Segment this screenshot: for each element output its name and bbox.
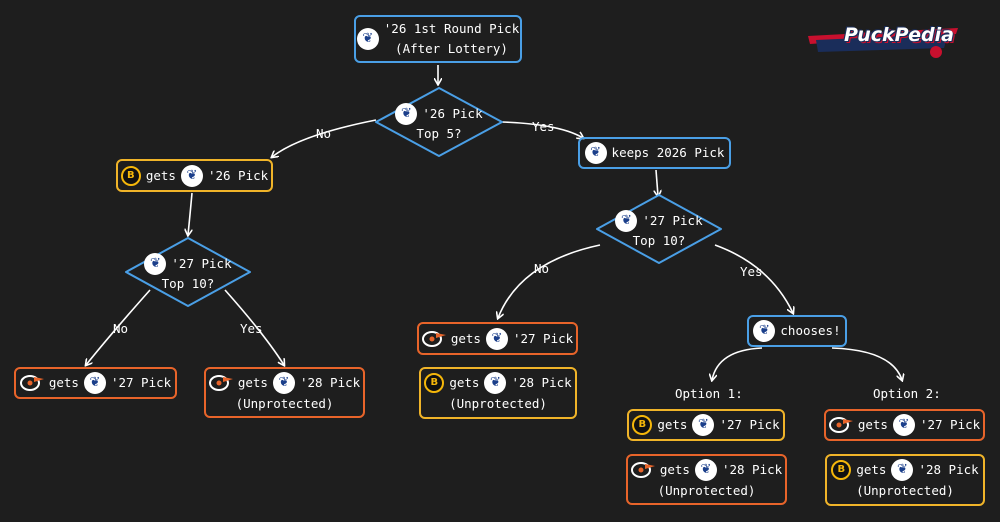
decision-line1: '27 Pick xyxy=(642,213,703,228)
chooses-node: ❦ chooses! xyxy=(747,315,847,347)
decision-top10-right: ❦ '27 Pick Top 10? xyxy=(595,193,723,265)
flyers-logo-icon xyxy=(19,375,44,391)
phi-gets-28-node: gets ❦ '28 Pick (Unprotected) xyxy=(626,454,787,505)
node-subtext: (Unprotected) xyxy=(449,396,547,411)
node-text: gets xyxy=(659,461,690,477)
bos-gets-28-node: B gets ❦ '28 Pick (Unprotected) xyxy=(825,454,985,506)
maple-leaf-icon: ❦ xyxy=(892,414,915,436)
root-title: '26 1st Round Pick xyxy=(383,21,520,36)
puckpedia-logo xyxy=(808,28,958,58)
bruins-logo-icon: B xyxy=(632,415,653,435)
maple-leaf-icon: ❦ xyxy=(692,414,715,436)
node-pick: '27 Pick xyxy=(719,417,780,432)
maple-leaf-icon: ❦ xyxy=(356,28,379,50)
edge-q1-yes xyxy=(501,121,583,138)
keeps-2026-node: ❦ keeps 2026 Pick xyxy=(578,137,731,169)
phi-gets-28-node: gets ❦ '28 Pick (Unprotected) xyxy=(204,367,365,418)
node-pick: '28 Pick xyxy=(918,462,979,477)
maple-leaf-icon: ❦ xyxy=(753,320,776,342)
maple-leaf-icon: ❦ xyxy=(83,372,106,394)
node-text: gets xyxy=(657,417,688,432)
maple-leaf-icon: ❦ xyxy=(584,142,607,164)
maple-leaf-icon: ❦ xyxy=(395,102,418,125)
bos-gets-26-node: B gets ❦ '26 Pick xyxy=(116,159,273,192)
edge-label-no: No xyxy=(316,126,332,141)
bruins-logo-icon: B xyxy=(424,373,445,393)
maple-leaf-icon: ❦ xyxy=(615,209,638,232)
option1-label: Option 1: xyxy=(675,386,743,401)
phi-gets-27-node: gets ❦ '27 Pick xyxy=(417,322,578,355)
flyers-logo-icon xyxy=(421,330,446,347)
node-text: gets xyxy=(145,167,176,183)
edge-bos-qA xyxy=(188,192,193,235)
edge-qA-no xyxy=(86,289,151,365)
edge-chooses-opt2 xyxy=(831,347,902,380)
decision-line1: '27 Pick xyxy=(171,256,232,271)
bruins-logo-icon: B xyxy=(120,165,141,186)
decision-line2: Top 10? xyxy=(632,232,686,248)
node-pick: '26 Pick xyxy=(207,167,269,183)
node-text: chooses! xyxy=(780,323,841,338)
node-text: keeps 2026 Pick xyxy=(611,145,725,160)
maple-leaf-icon: ❦ xyxy=(272,371,295,394)
node-subtext: (Unprotected) xyxy=(657,482,756,498)
node-pick: '28 Pick xyxy=(299,374,361,390)
node-text: gets xyxy=(449,375,480,390)
edge-label-no: No xyxy=(534,261,550,276)
root-node: ❦ '26 1st Round Pick (After Lottery) xyxy=(354,15,522,63)
edge-label-yes: Yes xyxy=(532,119,555,134)
phi-gets-27-node: gets ❦ '27 Pick xyxy=(14,367,177,399)
bruins-logo-icon: B xyxy=(831,460,852,480)
flyers-logo-icon xyxy=(828,417,853,433)
decision-top10-left: ❦ '27 Pick Top 10? xyxy=(124,236,252,308)
flyers-logo-icon xyxy=(630,461,655,478)
edge-q1-no xyxy=(272,119,377,157)
root-subtitle: (After Lottery) xyxy=(395,41,508,56)
bos-gets-27-node: B gets ❦ '27 Pick xyxy=(627,409,785,441)
node-text: gets xyxy=(237,374,268,390)
maple-leaf-icon: ❦ xyxy=(694,458,717,481)
maple-leaf-icon: ❦ xyxy=(484,372,507,394)
node-pick: '27 Pick xyxy=(110,375,172,390)
node-pick: '28 Pick xyxy=(511,375,572,390)
node-text: gets xyxy=(450,330,481,346)
decision-top5-line2: Top 5? xyxy=(416,125,462,141)
flyers-logo-icon xyxy=(208,374,233,391)
option2-label: Option 2: xyxy=(873,386,941,401)
node-pick: '27 Pick xyxy=(919,417,981,432)
phi-gets-27-node: gets ❦ '27 Pick xyxy=(824,409,985,441)
edge-label-yes: Yes xyxy=(740,264,763,279)
edge-label-yes: Yes xyxy=(240,321,263,336)
edge-qB-no xyxy=(498,244,601,318)
node-text: gets xyxy=(857,417,888,432)
node-subtext: (Unprotected) xyxy=(856,483,954,498)
brand-name: PuckPedia xyxy=(844,24,954,46)
edge-chooses-opt1 xyxy=(712,347,763,380)
maple-leaf-icon: ❦ xyxy=(485,327,508,350)
edge-label-no: No xyxy=(113,321,129,336)
node-subtext: (Unprotected) xyxy=(235,395,334,411)
decision-top5: ❦ '26 Pick Top 5? xyxy=(374,86,504,158)
edge-keep-qB xyxy=(656,169,658,196)
node-pick: '28 Pick xyxy=(721,461,783,477)
maple-leaf-icon: ❦ xyxy=(180,164,203,187)
node-text: gets xyxy=(48,375,79,390)
decision-line2: Top 10? xyxy=(161,275,215,291)
decision-top5-line1: '26 Pick xyxy=(422,106,483,121)
bos-gets-28-node: B gets ❦ '28 Pick (Unprotected) xyxy=(419,367,577,419)
maple-leaf-icon: ❦ xyxy=(891,459,914,481)
node-pick: '27 Pick xyxy=(512,330,574,346)
maple-leaf-icon: ❦ xyxy=(144,252,167,275)
edge-qA-yes xyxy=(224,289,284,365)
node-text: gets xyxy=(856,462,887,477)
edge-qB-yes xyxy=(714,244,793,313)
